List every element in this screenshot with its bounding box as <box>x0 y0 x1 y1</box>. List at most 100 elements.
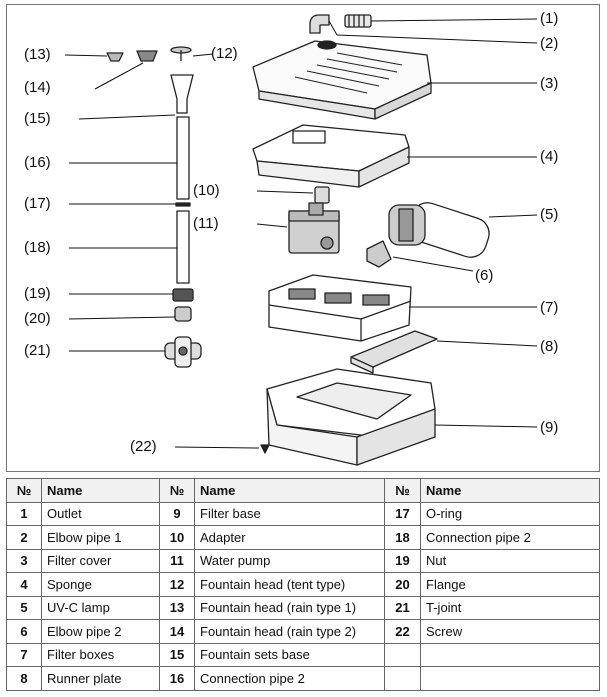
callout-4: (4) <box>540 148 559 165</box>
callout-3: (3) <box>540 75 559 92</box>
part-number-cell: 6 <box>6 619 42 644</box>
part-number-cell: 4 <box>6 572 42 597</box>
callout-8: (8) <box>540 338 559 355</box>
part-number-cell: 18 <box>384 525 421 550</box>
part-number-cell: 16 <box>159 666 195 691</box>
callout-2: (2) <box>540 35 559 52</box>
part-name-cell: Connection pipe 2 <box>194 666 385 691</box>
header-name-3: Name <box>420 478 600 503</box>
part-number-cell: 9 <box>159 501 195 526</box>
fountain-base-part <box>170 74 194 114</box>
part-name-cell: T-joint <box>420 595 600 620</box>
part-name-cell: Filter base <box>194 501 385 526</box>
connection-pipe-part <box>176 116 190 200</box>
callout-15: (15) <box>24 110 51 127</box>
filter-boxes-part <box>268 274 412 342</box>
flange-part <box>174 306 192 322</box>
part-name-cell: Adapter <box>194 525 385 550</box>
callout-6: (6) <box>475 267 494 284</box>
part-number-cell <box>384 642 421 667</box>
header-name-1: Name <box>41 478 160 503</box>
part-name-cell <box>420 642 600 667</box>
o-ring-part <box>175 202 191 207</box>
part-name-cell: Water pump <box>194 548 385 573</box>
part-number-cell: 21 <box>384 595 421 620</box>
callout-12: (12) <box>211 45 238 62</box>
fountain-head-tent-part <box>170 46 192 61</box>
screw-part <box>260 444 270 454</box>
part-name-cell: Outlet <box>41 501 160 526</box>
part-name-cell: UV-C lamp <box>41 595 160 620</box>
callout-13: (13) <box>24 46 51 63</box>
part-name-cell: O-ring <box>420 501 600 526</box>
callout-9: (9) <box>540 419 559 436</box>
part-number-cell: 1 <box>6 501 42 526</box>
callout-11: (11) <box>193 215 219 232</box>
part-name-cell: Runner plate <box>41 666 160 691</box>
elbow-pipe-1-part <box>309 14 330 34</box>
callout-7: (7) <box>540 299 559 316</box>
part-name-cell: Filter boxes <box>41 642 160 667</box>
elbow-pipe-2-part <box>366 240 392 268</box>
part-name-cell: Fountain head (tent type) <box>194 572 385 597</box>
part-number-cell: 22 <box>384 619 421 644</box>
part-name-cell <box>420 666 600 691</box>
part-name-cell: Fountain sets base <box>194 642 385 667</box>
diagram-drawing <box>64 14 538 466</box>
callout-22: (22) <box>130 438 157 455</box>
part-name-cell: Fountain head (rain type 1) <box>194 595 385 620</box>
part-number-cell: 13 <box>159 595 195 620</box>
callout-18: (18) <box>24 239 51 256</box>
header-no-3: № <box>384 478 421 503</box>
header-no-2: № <box>159 478 195 503</box>
leader-lines <box>64 18 538 449</box>
part-number-cell: 7 <box>6 642 42 667</box>
water-pump-part <box>288 202 340 254</box>
table-header-row: № Name № Name № Name <box>6 478 600 503</box>
callout-10: (10) <box>193 182 220 199</box>
callout-21: (21) <box>24 342 51 359</box>
callout-1: (1) <box>540 10 559 27</box>
part-number-cell: 12 <box>159 572 195 597</box>
filter-base-part <box>266 368 436 466</box>
part-number-cell <box>384 666 421 691</box>
part-number-cell: 17 <box>384 501 421 526</box>
callout-20: (20) <box>24 310 51 327</box>
fountain-head-rain2-part <box>136 50 158 62</box>
uvc-lamp-part <box>388 202 490 258</box>
part-name-cell: Sponge <box>41 572 160 597</box>
header-no-1: № <box>6 478 42 503</box>
part-name-cell: Filter cover <box>41 548 160 573</box>
part-number-cell: 15 <box>159 642 195 667</box>
filter-cover-part <box>252 40 432 120</box>
part-number-cell: 3 <box>6 548 42 573</box>
adapter-part <box>314 186 330 204</box>
part-name-cell: Nut <box>420 548 600 573</box>
part-name-cell: Screw <box>420 619 600 644</box>
callout-19: (19) <box>24 285 51 302</box>
callout-14: (14) <box>24 79 51 96</box>
connection-pipe-2-part <box>176 210 190 284</box>
runner-plate-part <box>350 330 438 374</box>
part-number-cell: 5 <box>6 595 42 620</box>
sponge-part <box>252 124 410 188</box>
fountain-head-rain1-part <box>106 52 124 62</box>
nut-part <box>172 288 194 302</box>
outlet-part <box>344 14 372 28</box>
part-number-cell: 2 <box>6 525 42 550</box>
part-number-cell: 19 <box>384 548 421 573</box>
part-name-cell: Fountain head (rain type 2) <box>194 619 385 644</box>
part-number-cell: 10 <box>159 525 195 550</box>
exploded-diagram: (1) (2) (3) (4) (5) (6) (7) (8) (9) (10)… <box>6 4 600 472</box>
part-name-cell: Connection pipe 2 <box>420 525 600 550</box>
callout-17: (17) <box>24 195 51 212</box>
header-name-2: Name <box>194 478 385 503</box>
